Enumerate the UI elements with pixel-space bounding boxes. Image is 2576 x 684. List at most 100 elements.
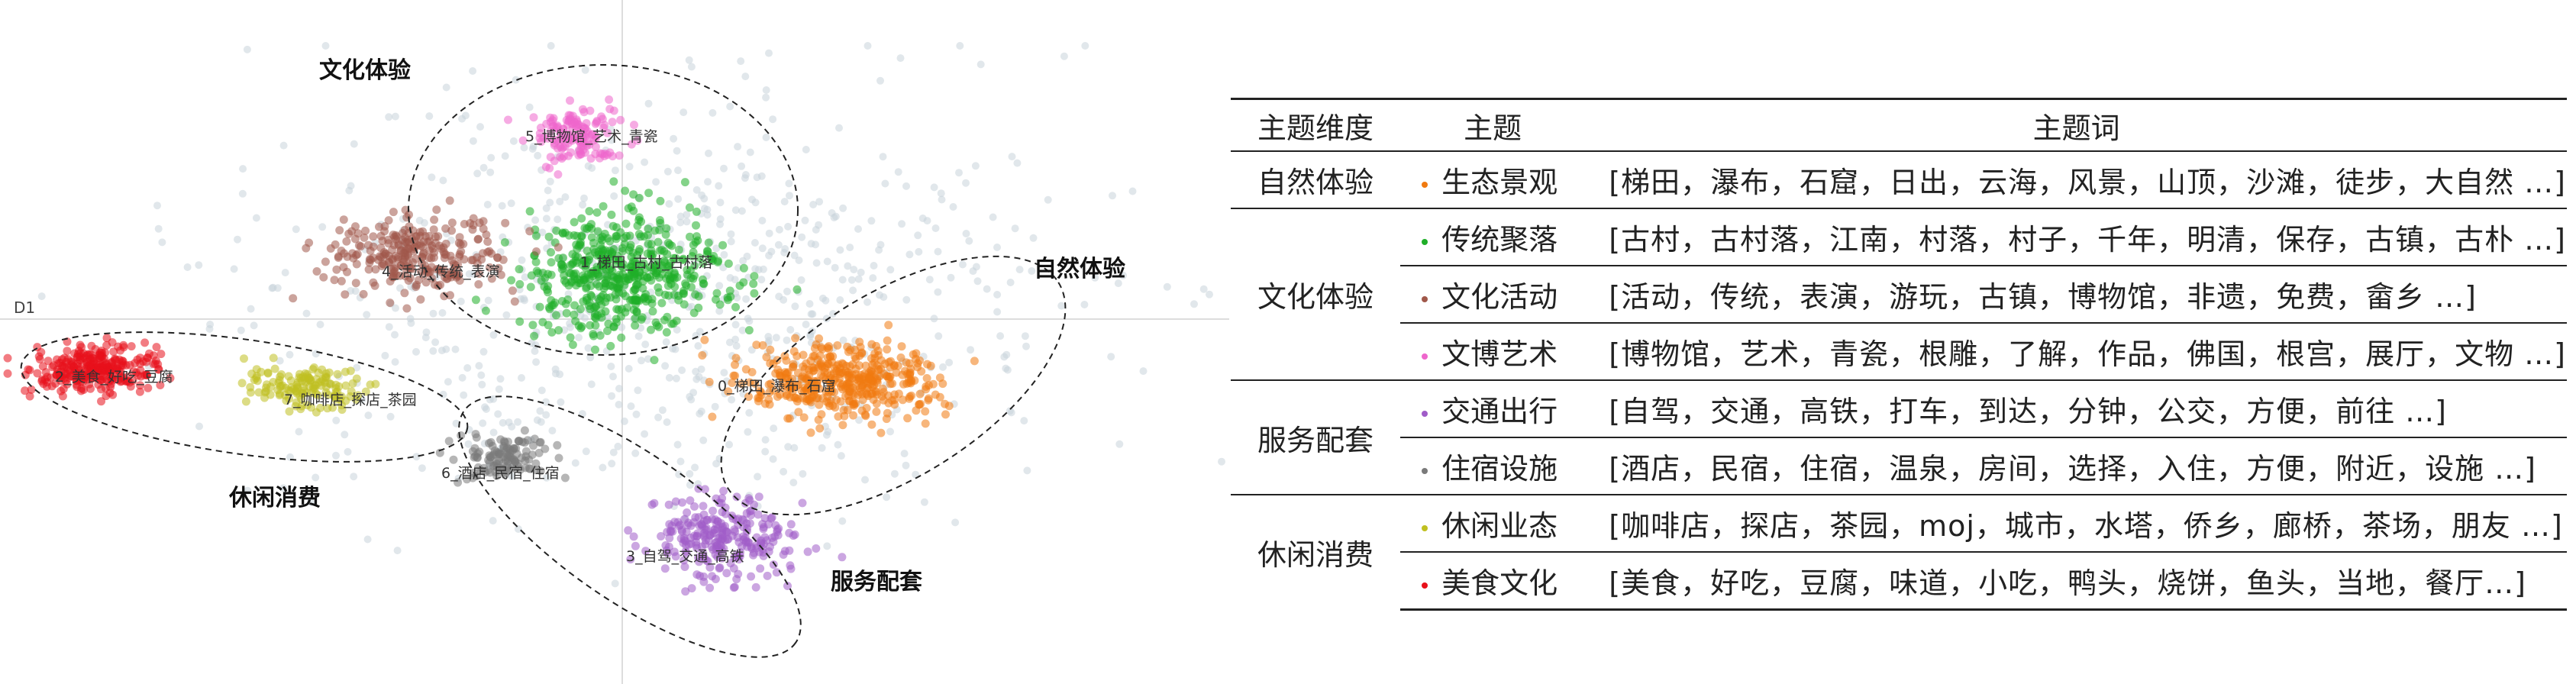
cluster-3-point xyxy=(746,507,754,516)
cluster-3-point xyxy=(699,510,709,519)
cluster-3-point xyxy=(763,571,772,580)
cluster-4-point xyxy=(400,289,409,298)
words-cell: [自驾，交通，高铁，打车，到达，分钟，公交，方便，前往 …] xyxy=(1586,379,2567,437)
background-point xyxy=(641,430,649,438)
cluster-6-point xyxy=(507,463,516,473)
cluster-0-point xyxy=(845,396,854,405)
cluster-points xyxy=(3,95,979,596)
cluster-1-point xyxy=(600,229,609,238)
cluster-3-point xyxy=(641,547,650,556)
table-row: 住宿设施 [酒店，民宿，住宿，温泉，房间，选择，入住，方便，附近，设施 …] xyxy=(1231,437,2567,495)
cluster-3-point xyxy=(668,527,677,536)
background-point xyxy=(758,217,767,224)
cluster-0-point xyxy=(745,378,754,387)
background-point xyxy=(967,346,975,354)
cluster-0-point xyxy=(867,340,876,349)
cluster-1-point xyxy=(631,321,640,330)
cluster-4-point xyxy=(447,218,457,227)
cluster-label-3: 3_自驾_交通_高铁 xyxy=(626,548,744,565)
background-point xyxy=(837,452,845,460)
background-point xyxy=(475,362,483,370)
cluster-7-point xyxy=(246,388,255,397)
cluster-0-point xyxy=(833,341,842,350)
background-point xyxy=(761,436,770,444)
cluster-label-7: 7_咖啡店_探店_茶园 xyxy=(284,392,417,408)
cluster-1-point xyxy=(559,261,567,270)
cluster-3-point xyxy=(728,514,738,523)
background-point xyxy=(350,140,358,148)
background-point xyxy=(576,311,585,319)
background-point xyxy=(669,344,677,353)
cluster-0-point xyxy=(825,344,834,353)
cluster-4-point xyxy=(510,297,519,306)
cluster-5-point xyxy=(518,136,528,145)
background-point xyxy=(935,332,943,340)
cluster-1-point xyxy=(557,297,567,305)
cluster-7-point xyxy=(321,388,331,397)
cluster-1-point xyxy=(568,340,577,350)
background-point xyxy=(896,54,905,63)
background-point xyxy=(230,265,238,273)
cluster-0-point xyxy=(744,392,753,402)
cluster-2-point xyxy=(121,376,131,386)
background-point xyxy=(391,331,399,339)
cluster-4-point xyxy=(469,256,477,265)
cluster-5-point xyxy=(557,136,566,145)
cluster-0-point xyxy=(812,378,822,387)
cluster-4-point xyxy=(366,255,374,263)
cluster-4-point xyxy=(416,295,425,304)
cluster-2-point xyxy=(102,340,111,350)
background-point xyxy=(784,443,792,451)
cluster-7-point xyxy=(313,391,322,400)
background-point xyxy=(881,179,889,188)
background-point xyxy=(847,276,856,284)
background-point xyxy=(815,198,824,206)
background-point xyxy=(822,431,831,439)
cluster-5-point xyxy=(579,108,589,117)
background-point xyxy=(1015,266,1024,274)
background-point xyxy=(876,291,883,299)
cluster-1-point xyxy=(724,259,733,268)
cluster-2-point xyxy=(112,364,121,373)
cluster-1-point xyxy=(571,317,580,326)
background-point xyxy=(1091,273,1099,282)
background-point xyxy=(663,167,672,176)
cluster-label-5: 5_博物馆_艺术_青瓷 xyxy=(525,128,658,145)
cluster-1-point xyxy=(637,315,646,324)
cluster-7-point xyxy=(269,353,278,363)
background-point xyxy=(869,274,877,282)
cluster-1-point xyxy=(592,208,602,217)
cluster-0-point xyxy=(799,362,808,371)
cluster-1-point xyxy=(624,204,633,213)
cluster-0-point xyxy=(876,364,886,373)
table-row: 文化活动 [活动，传统，表演，游玩，古镇，博物馆，非遗，免费，畲乡 …] xyxy=(1231,265,2567,323)
cluster-7-point xyxy=(317,381,326,390)
cluster-4-point xyxy=(473,235,483,244)
cluster-4-point xyxy=(364,265,373,274)
background-point xyxy=(665,200,673,208)
table-row: 自然体验 生态景观 [梯田，瀑布，石窟，日出，云海，风景，山顶，沙滩，徒步，大自… xyxy=(1231,150,2567,208)
background-point xyxy=(809,310,817,318)
background-point xyxy=(770,424,778,433)
cluster-6-point xyxy=(449,455,458,464)
background-point xyxy=(741,73,750,81)
cluster-3-point xyxy=(749,550,758,560)
background-point xyxy=(393,547,402,555)
background-point xyxy=(945,358,954,366)
background-point xyxy=(894,168,902,176)
cluster-4-point xyxy=(421,278,431,287)
background-point xyxy=(780,295,788,304)
cluster-7-point xyxy=(352,395,361,404)
background-point xyxy=(915,247,923,256)
cluster-4-point xyxy=(366,247,375,255)
cluster-4-point xyxy=(339,215,348,224)
cluster-7-point xyxy=(293,378,302,387)
background-point xyxy=(876,240,885,249)
cluster-3-point xyxy=(689,531,699,540)
cluster-2-point xyxy=(154,365,163,373)
background-point xyxy=(531,347,539,355)
cluster-1-point xyxy=(739,278,748,287)
cluster-0-point xyxy=(758,340,767,350)
background-point xyxy=(876,76,884,85)
cluster-1-point xyxy=(525,207,534,216)
